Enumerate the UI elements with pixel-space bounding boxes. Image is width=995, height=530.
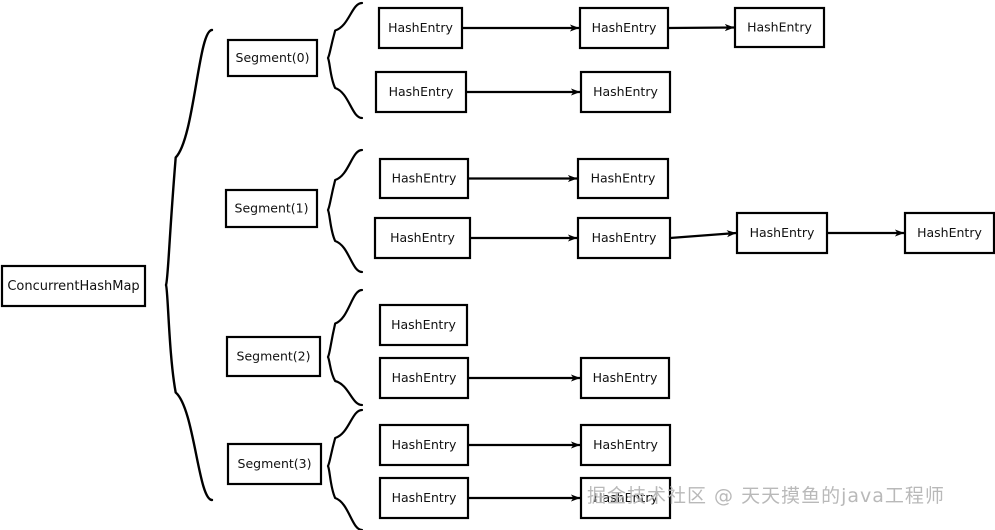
node-hashentry-s0-b1-e1-rect	[579, 70, 672, 114]
node-segment-0-label: Segment(0)	[236, 50, 310, 65]
link-s0-b0-1-to-2	[667, 23, 735, 32]
node-hashentry-s1-b1-e3: HashEntry	[903, 211, 995, 255]
node-hashentry-s1-b0-e1-label: HashEntry	[591, 171, 656, 186]
node-segment-0-rect	[226, 38, 319, 78]
node-concurrenthashmap: ConcurrentHashMap	[0, 264, 147, 308]
node-hashentry-s0-b0-e0-rect	[377, 6, 464, 50]
node-concurrenthashmap-rect	[0, 264, 147, 308]
node-concurrenthashmap-label: ConcurrentHashMap	[7, 279, 139, 294]
node-hashentry-s1-b1-e1-rect	[576, 216, 672, 260]
node-segment-2-label: Segment(2)	[237, 349, 311, 364]
node-hashentry-s1-b1-e2-label: HashEntry	[750, 225, 815, 240]
node-hashentry-s1-b1-e1-label: HashEntry	[592, 230, 657, 245]
node-hashentry-s3-b0-e1-label: HashEntry	[593, 437, 658, 452]
node-hashentry-s3-b1-e1-rect	[579, 476, 672, 520]
node-hashentry-s3-b1-e0: HashEntry	[378, 476, 470, 520]
node-hashentry-s2-b1-e1: HashEntry	[579, 356, 671, 400]
node-hashentry-s1-b1-e2: HashEntry	[735, 211, 829, 255]
node-hashentry-s0-b0-e0: HashEntry	[377, 6, 464, 50]
node-hashentry-s3-b1-e1-label: HashEntry	[593, 490, 658, 505]
node-segment-1-rect	[224, 188, 319, 229]
node-hashentry-s1-b1-e0-label: HashEntry	[390, 230, 455, 245]
link-s1-b1-1-to-2	[669, 230, 737, 240]
node-hashentry-s3-b0-e1: HashEntry	[579, 423, 672, 467]
node-hashentry-s2-b1-e1-label: HashEntry	[593, 370, 658, 385]
node-hashentry-s2-b1-e1-rect	[579, 356, 671, 400]
main-brace	[164, 28, 214, 502]
node-hashentry-s2-b0-e0-label: HashEntry	[391, 317, 456, 332]
segment-brace-3	[326, 408, 364, 530]
node-segment-3-label: Segment(3)	[238, 456, 312, 471]
node-hashentry-s0-b1-e1: HashEntry	[579, 70, 672, 114]
segment-brace-1	[326, 148, 364, 274]
node-hashentry-s1-b1-e3-rect	[903, 211, 995, 255]
node-hashentry-s0-b0-e2-label: HashEntry	[747, 20, 812, 35]
node-hashentry-s3-b1-e0-label: HashEntry	[392, 490, 457, 505]
node-hashentry-s0-b0-e1: HashEntry	[578, 6, 670, 50]
node-segment-2-rect	[225, 335, 322, 378]
node-hashentry-s1-b0-e1: HashEntry	[576, 157, 670, 200]
node-hashentry-s1-b1-e0-rect	[373, 216, 472, 260]
node-hashentry-s0-b0-e0-label: HashEntry	[388, 20, 453, 35]
node-hashentry-s3-b0-e1-rect	[579, 423, 672, 467]
node-hashentry-s2-b0-e0-rect	[378, 303, 469, 347]
node-hashentry-s3-b0-e0-label: HashEntry	[392, 437, 457, 452]
node-hashentry-s0-b1-e1-label: HashEntry	[593, 84, 658, 99]
node-segment-0: Segment(0)	[226, 38, 319, 78]
node-hashentry-s0-b0-e2: HashEntry	[733, 6, 826, 49]
node-hashentry-s3-b1-e0-rect	[378, 476, 470, 520]
node-hashentry-s1-b0-e0: HashEntry	[378, 157, 470, 200]
node-hashentry-s1-b1-e0: HashEntry	[373, 216, 472, 260]
node-segment-1: Segment(1)	[224, 188, 319, 229]
node-hashentry-s3-b1-e1: HashEntry	[579, 476, 672, 520]
node-hashentry-s1-b1-e3-label: HashEntry	[917, 225, 982, 240]
node-hashentry-s0-b0-e1-label: HashEntry	[592, 20, 657, 35]
node-hashentry-s0-b1-e0-label: HashEntry	[389, 84, 454, 99]
segment-brace-2	[326, 288, 364, 407]
node-segment-3-rect	[226, 442, 323, 486]
node-hashentry-s1-b0-e0-label: HashEntry	[392, 171, 457, 186]
node-segment-3: Segment(3)	[226, 442, 323, 486]
node-hashentry-s0-b0-e2-rect	[733, 6, 826, 49]
node-hashentry-s1-b0-e0-rect	[378, 157, 470, 200]
node-hashentry-s2-b0-e0: HashEntry	[378, 303, 469, 347]
node-hashentry-s2-b1-e0-label: HashEntry	[392, 370, 457, 385]
segment-brace-0	[326, 1, 364, 120]
node-hashentry-s1-b1-e2-rect	[735, 211, 829, 255]
node-hashentry-s3-b0-e0: HashEntry	[378, 423, 470, 467]
node-hashentry-s1-b0-e1-rect	[576, 157, 670, 200]
node-segment-1-label: Segment(1)	[235, 201, 309, 216]
node-hashentry-s0-b1-e0: HashEntry	[374, 70, 468, 114]
node-hashentry-s1-b1-e1: HashEntry	[576, 216, 672, 260]
node-segment-2: Segment(2)	[225, 335, 322, 378]
node-hashentry-s2-b1-e0: HashEntry	[378, 356, 470, 400]
